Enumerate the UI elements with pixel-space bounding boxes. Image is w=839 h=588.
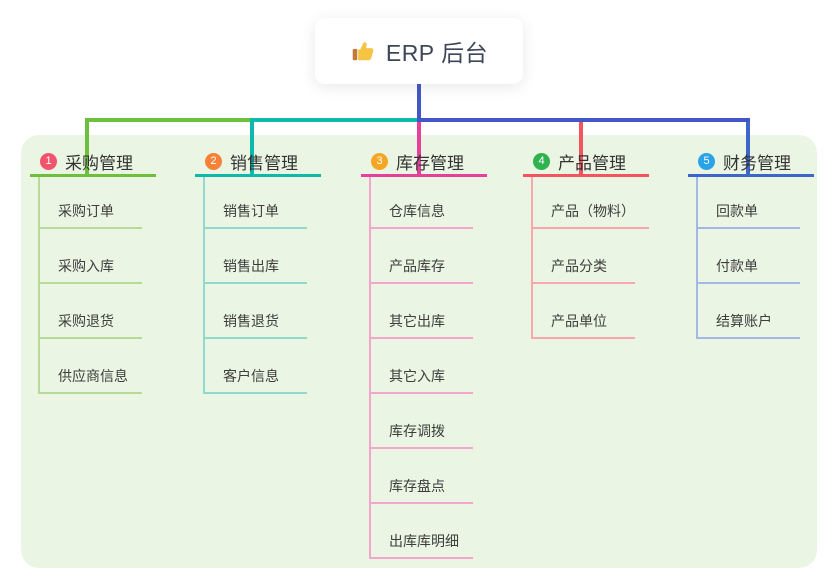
child-node-purchase-inbound[interactable]: 采购入库 <box>38 250 142 284</box>
child-node-warehouse-info[interactable]: 仓库信息 <box>369 195 473 229</box>
diagram-panel <box>21 135 817 568</box>
child-node-payment-bill[interactable]: 付款单 <box>696 250 800 284</box>
branch-node-sales[interactable]: 2 销售管理 <box>195 148 321 177</box>
branch-number-badge-1: 1 <box>40 152 57 170</box>
branch-purchase-management: 1 采购管理 采购订单 采购入库 采购退货 供应商信息 <box>30 148 190 394</box>
thumbs-up-icon <box>352 42 374 61</box>
branch-drop-line-3 <box>417 120 421 177</box>
branch-node-purchase[interactable]: 1 采购管理 <box>30 148 156 177</box>
branch-title-purchase: 采购管理 <box>65 153 133 173</box>
branch-node-inventory[interactable]: 3 库存管理 <box>361 148 487 177</box>
child-node-purchase-order[interactable]: 采购订单 <box>38 195 142 229</box>
branch-finance-management: 5 财务管理 回款单 付款单 结算账户 <box>688 148 839 339</box>
branch-node-product[interactable]: 4 产品管理 <box>523 148 649 177</box>
branch-drop-line-1 <box>85 120 89 177</box>
child-node-settlement-account[interactable]: 结算账户 <box>696 305 800 339</box>
branch-spine-line-1 <box>38 177 40 394</box>
branch-title-finance: 财务管理 <box>723 153 791 173</box>
branch-product-management: 4 产品管理 产品（物料） 产品分类 产品单位 <box>523 148 683 339</box>
child-node-product-stock[interactable]: 产品库存 <box>369 250 473 284</box>
child-node-product-category[interactable]: 产品分类 <box>531 250 635 284</box>
branch-spine-line-3 <box>369 177 371 559</box>
branch-spine-line-4 <box>531 177 533 339</box>
child-node-product-unit[interactable]: 产品单位 <box>531 305 635 339</box>
bus-segment-right <box>417 118 750 122</box>
branch-title-sales: 销售管理 <box>230 153 298 173</box>
bus-segment-left <box>85 118 250 122</box>
branch-title-inventory: 库存管理 <box>396 153 464 173</box>
child-node-sales-order[interactable]: 销售订单 <box>203 195 307 229</box>
branch-drop-line-4 <box>579 120 583 177</box>
root-node-label: ERP 后台 <box>385 40 489 66</box>
child-node-other-outbound[interactable]: 其它出库 <box>369 305 473 339</box>
child-node-stock-transfer[interactable]: 库存调拨 <box>369 415 473 449</box>
branch-number-badge-3: 3 <box>371 152 388 170</box>
child-node-supplier-info[interactable]: 供应商信息 <box>38 360 142 394</box>
child-node-outbound-detail[interactable]: 出库库明细 <box>369 525 473 559</box>
child-node-product-material[interactable]: 产品（物料） <box>531 195 649 229</box>
child-node-purchase-return[interactable]: 采购退货 <box>38 305 142 339</box>
root-node[interactable]: ERP 后台 <box>315 18 523 84</box>
child-node-sales-return[interactable]: 销售退货 <box>203 305 307 339</box>
child-node-other-inbound[interactable]: 其它入库 <box>369 360 473 394</box>
branch-spine-line-2 <box>203 177 205 394</box>
branch-title-product: 产品管理 <box>558 153 626 173</box>
root-connector-line <box>417 84 421 120</box>
branch-inventory-management: 3 库存管理 仓库信息 产品库存 其它出库 其它入库 库存调拨 库存盘点 出库库… <box>361 148 521 559</box>
branch-node-finance[interactable]: 5 财务管理 <box>688 148 814 177</box>
branch-drop-line-5 <box>746 120 750 177</box>
branch-spine-line-5 <box>696 177 698 339</box>
branch-drop-line-2 <box>250 120 254 177</box>
bus-segment-center <box>250 118 421 122</box>
child-node-stock-taking[interactable]: 库存盘点 <box>369 470 473 504</box>
child-node-customer-info[interactable]: 客户信息 <box>203 360 307 394</box>
branch-number-badge-4: 4 <box>533 152 550 170</box>
branch-sales-management: 2 销售管理 销售订单 销售出库 销售退货 客户信息 <box>195 148 355 394</box>
branch-number-badge-2: 2 <box>205 152 222 170</box>
child-node-receipt-bill[interactable]: 回款单 <box>696 195 800 229</box>
child-node-sales-outbound[interactable]: 销售出库 <box>203 250 307 284</box>
branch-number-badge-5: 5 <box>698 152 715 170</box>
